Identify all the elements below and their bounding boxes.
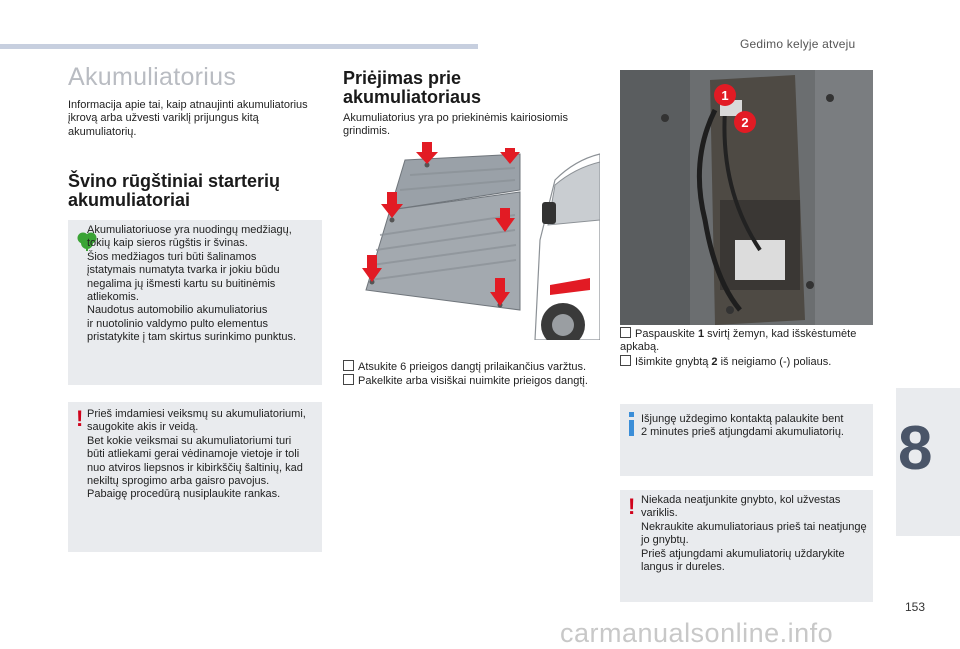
info-note-box: Išjungę uždegimo kontaktą palaukite bent… <box>620 404 873 476</box>
warning-note-text: Prieš imdamiesi veiksmų su akumuliatoriu… <box>87 408 306 501</box>
watermark: carmanualsonline.info <box>560 618 834 648</box>
intro-paragraph: Informacija apie tai, kaip atnaujinti ak… <box>68 99 308 138</box>
terminal-step-2-bold: 2 <box>711 356 718 368</box>
terminal-step-1-post: svirtį žemyn, kad išskėstumėte apkabą. <box>620 328 857 354</box>
terminal-step-1-bold: 1 <box>697 328 705 340</box>
callout-2: 2 <box>741 115 748 130</box>
page-number: 153 <box>905 600 926 614</box>
access-step-2-text: Pakelkite arba visiškai nuimkite prieigo… <box>358 375 588 387</box>
terminal-step-1-pre: Paspauskite <box>635 328 698 340</box>
floor-cover-illustration <box>350 140 600 340</box>
checkbox-bullet-icon <box>620 355 631 366</box>
chapter-tab <box>896 388 960 536</box>
chapter-number: 8 <box>898 414 933 483</box>
terminal-step-2-pre: Išimkite gnybtą <box>635 356 712 368</box>
header-rule <box>0 44 478 49</box>
warning-exclamation-icon: ! <box>76 406 84 431</box>
callout-1: 1 <box>721 88 728 103</box>
warning-exclamation-icon: ! <box>628 494 636 519</box>
terminal-step-1: Paspauskite 1 svirtį žemyn, kad išskėstu… <box>620 327 880 355</box>
eco-note-text: Akumuliatoriuose yra nuodingų medžiagų, … <box>87 224 297 344</box>
page-title: Akumuliatorius <box>68 63 237 91</box>
terminal-step-2-post: iš neigiamo (-) poliaus. <box>717 356 832 368</box>
checkbox-bullet-icon <box>343 360 354 371</box>
access-step-2: Pakelkite arba visiškai nuimkite prieigo… <box>343 374 613 388</box>
section-title-access: Priėjimas prie akumuliatoriaus <box>343 68 482 107</box>
access-intro: Akumuliatorius yra po priekinėmis kairio… <box>343 112 568 138</box>
access-step-1-text: Atsukite 6 prieigos dangtį prilaikančius… <box>358 361 587 373</box>
leaf-eco-icon <box>77 232 97 251</box>
right-warning-box: ! Niekada neatjunkite gnybto, kol užvest… <box>620 490 873 602</box>
info-note-text: Išjungę uždegimo kontaktą palaukite bent… <box>641 413 844 439</box>
terminal-step-2: Išimkite gnybtą 2 iš neigiamo (-) poliau… <box>620 355 880 369</box>
section-title-lead-acid: Švino rūgštiniai starterių akumuliatoria… <box>68 171 281 210</box>
eco-note-box: Akumuliatoriuose yra nuodingų medžiagų, … <box>68 220 322 385</box>
battery-terminal-photo: 1 2 <box>620 70 873 325</box>
checkbox-bullet-icon <box>343 374 354 385</box>
warning-note-box: ! Prieš imdamiesi veiksmų su akumuliator… <box>68 402 322 552</box>
checkbox-bullet-icon <box>620 327 631 338</box>
access-step-1: Atsukite 6 prieigos dangtį prilaikančius… <box>343 360 613 374</box>
right-warning-text: Niekada neatjunkite gnybto, kol užvestas… <box>641 494 867 574</box>
chapter-title: Gedimo kelyje atveju <box>740 37 856 51</box>
